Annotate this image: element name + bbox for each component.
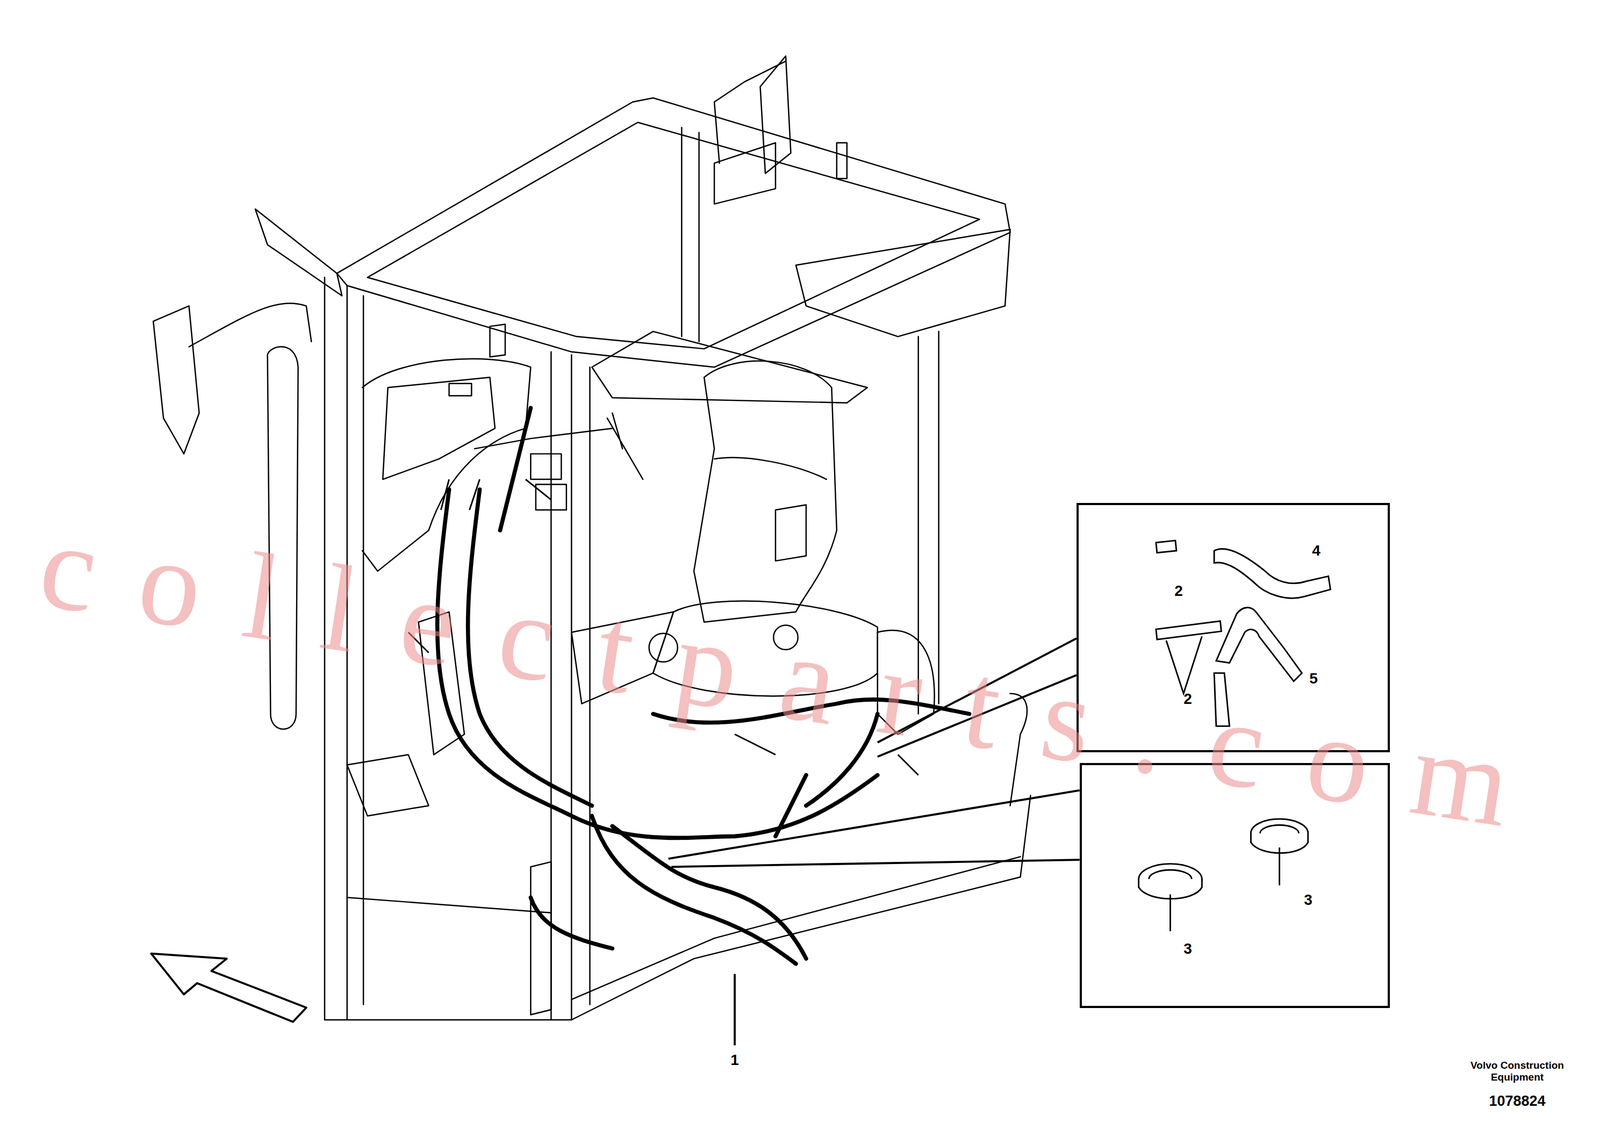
callout-number: 1 bbox=[730, 1051, 739, 1069]
callout-number: 3 bbox=[1183, 941, 1193, 957]
callout-number: 2 bbox=[1174, 583, 1183, 599]
drawing-number: 1078824 bbox=[1488, 1093, 1546, 1110]
publisher-note: Volvo Construction Equipment bbox=[1447, 1059, 1588, 1084]
callout-number: 5 bbox=[1309, 671, 1318, 687]
watermark: collectparts.com bbox=[32, 502, 1563, 854]
callout-number: 3 bbox=[1303, 892, 1313, 908]
callout-number: 4 bbox=[1311, 543, 1321, 559]
